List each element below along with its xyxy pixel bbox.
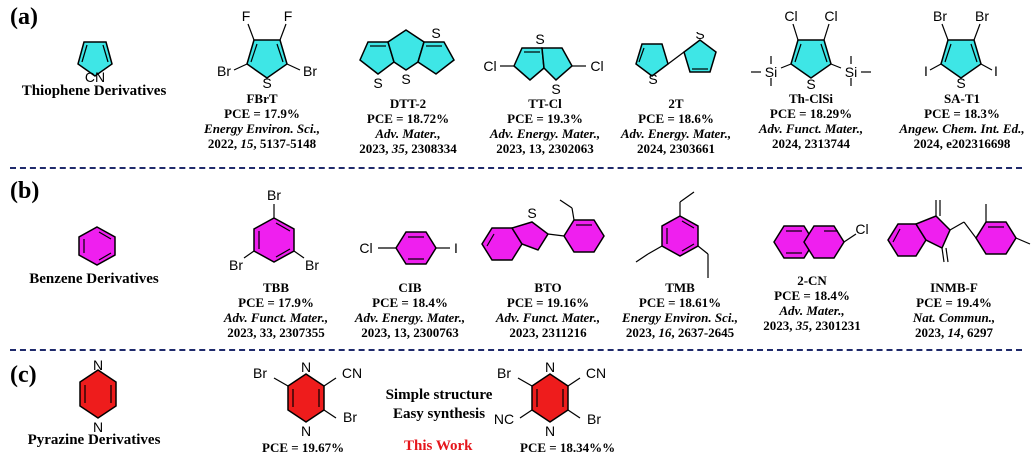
svg-text:Br: Br <box>343 409 357 425</box>
svg-text:NC: NC <box>494 411 514 427</box>
separator-ab <box>10 167 1022 169</box>
caption-dtt2: DTT-2 PCE = 18.72% Adv. Mater., 2023, 35… <box>359 96 457 156</box>
svg-text:Cl: Cl <box>824 8 837 24</box>
svg-text:Br: Br <box>303 63 317 79</box>
section-b-tag: (b) <box>10 178 40 204</box>
svg-text:S: S <box>262 75 271 90</box>
svg-text:N: N <box>301 423 311 439</box>
svg-text:S: S <box>535 31 544 47</box>
caption-2t: 2T PCE = 18.6% Adv. Energy. Mater., 2024… <box>620 96 732 156</box>
caption-sat1: SA-T1 PCE = 18.3% Angew. Chem. Int. Ed.,… <box>899 91 1025 151</box>
svg-text:Cl: Cl <box>590 58 603 74</box>
structure-tmb <box>635 191 709 278</box>
caption-ttcl: TT-Cl PCE = 19.3% Adv. Energy. Mater., 2… <box>489 96 601 156</box>
separator-bc <box>10 349 1022 351</box>
pce-this-work-1: PCE = 19.67% <box>262 440 345 455</box>
category-benzene: Benzene Derivatives <box>29 271 159 287</box>
svg-text:Cl: Cl <box>483 58 496 74</box>
thiophene-core-structure: CN <box>77 41 113 84</box>
category-pyrazine: Pyrazine Derivatives <box>27 432 161 448</box>
svg-text:I: I <box>454 240 458 256</box>
caption-thclsi: Th-ClSi PCE = 18.29% Adv. Funct. Mater.,… <box>758 91 864 151</box>
svg-text:S: S <box>527 205 536 221</box>
svg-text:Cl: Cl <box>359 240 372 256</box>
section-a-tag: (a) <box>10 4 38 30</box>
svg-text:Br: Br <box>305 257 319 273</box>
svg-text:S: S <box>695 32 704 42</box>
category-thiophene: Thiophene Derivatives <box>21 83 167 99</box>
svg-text:Br: Br <box>267 187 281 203</box>
structure-thclsi: Cl Cl Si Si S <box>751 8 871 90</box>
svg-text:F: F <box>284 8 293 24</box>
structure-dtt2: S S S <box>359 25 455 91</box>
svg-text:Br: Br <box>587 411 601 427</box>
this-work-label: This Work <box>404 438 473 454</box>
svg-text:Cl: Cl <box>784 8 797 24</box>
structure-this-work-1: Br CN N N Br <box>253 360 362 439</box>
svg-text:S: S <box>373 75 382 91</box>
caption-cib: CIB PCE = 18.4% Adv. Energy. Mater., 202… <box>354 280 466 340</box>
structure-inmbf <box>887 200 1031 263</box>
svg-text:S: S <box>806 76 815 90</box>
structure-cib: Cl I <box>359 231 458 265</box>
thiophene-s-atom: CN <box>85 69 105 84</box>
svg-text:Br: Br <box>253 365 267 381</box>
svg-text:S: S <box>956 75 965 90</box>
svg-text:Br: Br <box>217 63 231 79</box>
structure-tbb: Br Br Br <box>229 187 319 273</box>
svg-text:Si: Si <box>765 64 777 80</box>
pce-this-work-2: PCE = 18.34%% <box>520 440 616 455</box>
svg-text:I: I <box>994 63 998 79</box>
svg-text:Si: Si <box>845 64 857 80</box>
svg-text:S: S <box>401 71 410 87</box>
benzene-core-structure <box>78 226 116 266</box>
caption-tmb: TMB PCE = 18.61% Energy Environ. Sci., 2… <box>622 280 738 340</box>
svg-text:Br: Br <box>975 8 989 24</box>
pyrazine-core-structure: N N <box>79 357 117 435</box>
caption-tbb: TBB PCE = 17.9% Adv. Funct. Mater., 2023… <box>223 280 329 340</box>
svg-text:N: N <box>301 360 311 375</box>
svg-text:Br: Br <box>933 8 947 24</box>
svg-text:N: N <box>93 357 103 373</box>
svg-text:CN: CN <box>342 365 362 381</box>
caption-2cn: 2-CN PCE = 18.4% Adv. Mater., 2023, 35, … <box>763 273 861 333</box>
structure-fbrt: F F Br Br S <box>217 8 317 90</box>
svg-text:I: I <box>924 63 928 79</box>
caption-fbrt: FBrT PCE = 17.9% Energy Environ. Sci., 2… <box>204 91 320 151</box>
structure-ttcl: Cl Cl S S <box>483 31 603 96</box>
caption-bto: BTO PCE = 19.16% Adv. Funct. Mater., 202… <box>495 280 601 340</box>
section-c-tag: (c) <box>10 362 37 388</box>
svg-text:N: N <box>545 423 555 439</box>
structure-2cn: Cl <box>773 221 869 259</box>
svg-text:Cl: Cl <box>855 221 868 237</box>
svg-text:S: S <box>648 71 657 84</box>
svg-text:Br: Br <box>229 257 243 273</box>
structure-2t: S S <box>635 32 717 84</box>
structure-bto: S <box>481 199 605 261</box>
structure-sat1: Br Br I I S <box>924 8 998 90</box>
svg-text:F: F <box>242 8 251 24</box>
svg-text:Br: Br <box>497 365 511 381</box>
svg-text:CN: CN <box>586 365 606 381</box>
svg-text:N: N <box>545 360 555 375</box>
caption-inmbf: INMB-F PCE = 19.4% Nat. Commun., 2023, 1… <box>912 280 996 340</box>
feature-notes: Simple structure Easy synthesis <box>385 387 493 422</box>
svg-text:S: S <box>551 81 560 96</box>
svg-text:S: S <box>431 25 440 41</box>
svg-text:N: N <box>93 419 103 435</box>
structure-this-work-2: Br CN NC Br N N <box>494 360 606 439</box>
